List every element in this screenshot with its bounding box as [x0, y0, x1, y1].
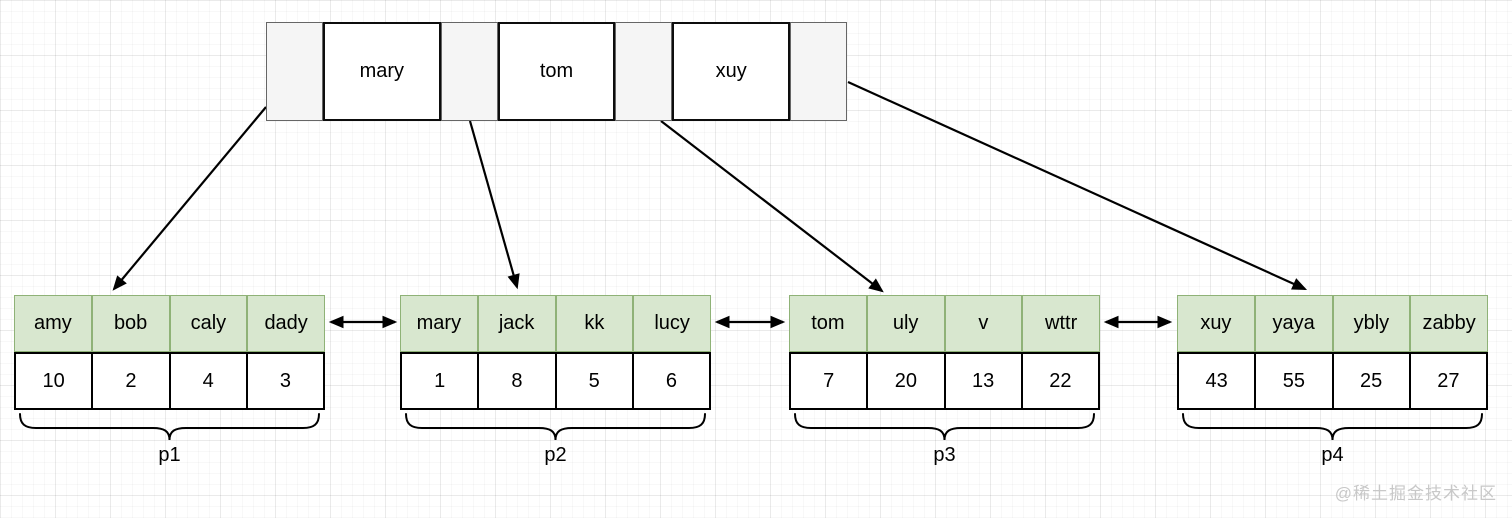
leaf-value-cell: 7 [823, 369, 835, 392]
leaf-key-cell: yaya [1254, 295, 1333, 352]
leaf-key-cell: uly [866, 295, 945, 352]
leaf-key-cell: tom [789, 295, 867, 352]
root-node: mary tom xuy [266, 22, 848, 121]
leaf-key-cell: kk [555, 295, 634, 352]
leaf-value-cell: 8 [477, 354, 554, 408]
leaf-key-cell: amy [14, 295, 92, 352]
leaf-value-cell: 4 [168, 354, 246, 408]
leaf-key-cell: wttr [1022, 295, 1100, 352]
leaf-value-cell: 13 [943, 354, 1021, 408]
leaf-value-cell: 3 [245, 354, 323, 408]
root-pointer-cell-2 [615, 22, 673, 121]
leaf-value-cell: 10 [42, 369, 65, 392]
leaf-key-cell: caly [169, 295, 248, 352]
p3-brace-icon [794, 413, 1095, 441]
leaf-value-cell: 27 [1408, 354, 1486, 408]
root-pointer-cell-3 [790, 22, 848, 121]
leaf-value-cell: 43 [1205, 369, 1228, 392]
leaf-key-cell: bob [91, 295, 170, 352]
p2-brace-icon [405, 413, 706, 441]
leaf-value-cell: 55 [1254, 354, 1331, 408]
leaf-key-cell: mary [400, 295, 478, 352]
p1-brace-icon [19, 413, 320, 441]
watermark: @稀土掘金技术社区 [1334, 484, 1497, 503]
leaf-key-cell: jack [477, 295, 556, 352]
root-to-p3-arrow [660, 120, 884, 293]
leaf-value-cell: 6 [631, 354, 709, 408]
p4-value-row: 43 55 25 27 [1177, 352, 1488, 410]
leaf-value-cell: 25 [1331, 354, 1409, 408]
leaf-key-cell: lucy [633, 295, 711, 352]
root-to-p2-arrow [468, 120, 520, 290]
root-to-p1-arrow [112, 106, 267, 291]
page-label-p4: p4 [1321, 444, 1344, 466]
leaf-page-p2: mary jack kk lucy 1 8 5 6 p2 [400, 295, 711, 467]
leaf-page-p4: xuy yaya ybly zabby 43 55 25 27 p4 [1177, 295, 1488, 467]
page-label-p1: p1 [158, 444, 181, 466]
p4-key-row: xuy yaya ybly zabby [1177, 295, 1488, 352]
leaf-page-p3: tom uly v wttr 7 20 13 22 p3 [789, 295, 1100, 467]
leaf-key-cell: ybly [1332, 295, 1411, 352]
leaf-page-p1: amy bob caly dady 10 2 4 3 p1 [14, 295, 325, 467]
p1-key-row: amy bob caly dady [14, 295, 325, 352]
root-pointer-cell-1 [440, 22, 498, 121]
leaf-key-cell: zabby [1410, 295, 1488, 352]
root-key-cell-0: mary [323, 22, 441, 121]
p4-brace-icon [1182, 413, 1483, 441]
leaf-value-cell: 22 [1020, 354, 1098, 408]
p2-key-row: mary jack kk lucy [400, 295, 711, 352]
leaf-value-cell: 2 [91, 354, 168, 408]
root-key-cell-2: xuy [672, 22, 791, 121]
leaf-value-cell: 1 [434, 369, 446, 392]
leaf-key-cell: v [944, 295, 1023, 352]
root-to-p4-arrow [847, 80, 1308, 291]
leaf-key-cell: xuy [1177, 295, 1255, 352]
p3-value-row: 7 20 13 22 [789, 352, 1100, 410]
leaf-key-cell: dady [247, 295, 325, 352]
root-key-cell-1: tom [497, 22, 616, 121]
leaf-value-cell: 20 [866, 354, 943, 408]
root-pointer-cell-0 [266, 22, 323, 121]
leaf-value-cell: 5 [554, 354, 632, 408]
p2-value-row: 1 8 5 6 [400, 352, 711, 410]
p3-key-row: tom uly v wttr [789, 295, 1100, 352]
page-label-p2: p2 [544, 444, 567, 466]
p1-value-row: 10 2 4 3 [14, 352, 325, 410]
page-label-p3: p3 [933, 444, 956, 466]
